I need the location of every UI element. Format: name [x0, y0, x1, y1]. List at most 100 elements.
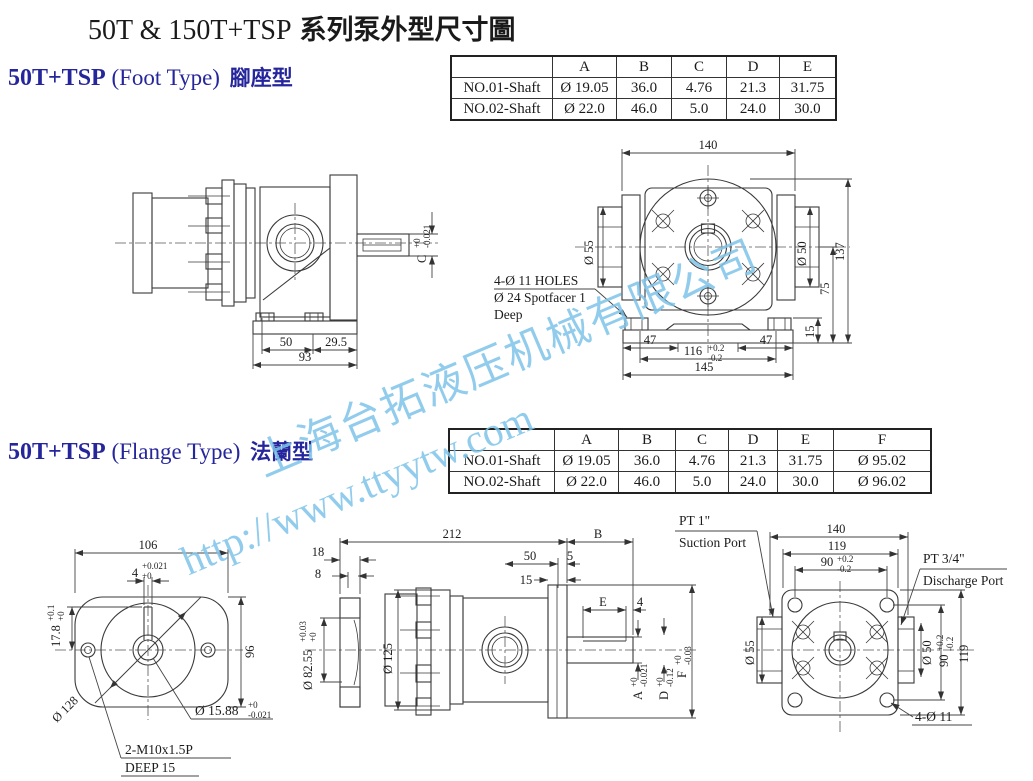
col-e: E: [777, 428, 834, 451]
dim-5: 5: [567, 549, 573, 563]
dim-dia82-55-tol-minus: +0: [308, 632, 318, 642]
dim-90-top-tol-plus: +0.2: [837, 554, 853, 564]
flange-model: 50T+TSP: [8, 439, 106, 465]
screw-marks: [791, 620, 889, 680]
cell: 30.0: [777, 471, 834, 494]
cell: Ø 95.02: [833, 450, 932, 472]
thread-note-line1: 2-M10x1.5P: [125, 742, 193, 757]
dim-4: 4: [637, 595, 644, 609]
dim-90-top-tol-minus: -0.2: [837, 564, 851, 574]
foot-dimension-table: A B C D E NO.01-Shaft Ø 19.05 36.0 4.76 …: [450, 55, 837, 121]
col-c: C: [671, 55, 727, 78]
dim-15: 15: [520, 573, 533, 587]
dim-key-tol-plus: +0.021: [142, 561, 167, 571]
dim-dia55: Ø 55: [582, 240, 596, 265]
dim-116-tol-plus: +0.2: [708, 343, 724, 353]
pt34-label: PT 3/4": [923, 551, 965, 566]
row-label: NO.02-Shaft: [450, 98, 553, 121]
dim-dia50: Ø 50: [920, 640, 934, 665]
dim-dia15-88: Ø 15.88: [195, 703, 239, 718]
dim-17-8-tol-plus: +0.1: [46, 605, 56, 621]
dim-15: 15: [803, 326, 817, 339]
foot-type-cn: 腳座型: [229, 67, 293, 90]
cell: 36.0: [616, 77, 672, 99]
dim-90-right-tol-minus: -0.2: [945, 637, 955, 651]
foot-section-heading: 50T+TSP (Foot Type) 腳座型: [8, 62, 293, 92]
dim-93: 93: [299, 350, 312, 364]
table-row: NO.02-Shaft Ø 22.0 46.0 5.0 24.0 30.0: [450, 98, 837, 121]
table-row: NO.01-Shaft Ø 19.05 36.0 4.76 21.3 31.75…: [448, 450, 932, 472]
dim-75: 75: [818, 283, 832, 296]
dimensions: 106 4 +0.021 +0 17.8 +0.1 +0 96 Ø 128 Ø …: [46, 538, 273, 777]
holes-note-line1: 4-Ø 11 HOLES: [494, 273, 578, 288]
flange-front-view-drawing: PT 1" Suction Port 140 119 90 +0.2 -0.2 …: [675, 513, 1007, 733]
cell: 24.0: [728, 471, 778, 494]
col-b: B: [616, 55, 672, 78]
cell: Ø 22.0: [552, 98, 617, 121]
dimensions: PT 1" Suction Port 140 119 90 +0.2 -0.2 …: [675, 513, 1007, 726]
pump-outline: [575, 165, 850, 353]
dim-90-right-tol-plus: +0.2: [935, 635, 945, 651]
dim-96: 96: [243, 646, 257, 659]
col-blank: [450, 55, 553, 78]
dim-dia15-88-tol-plus: +0: [248, 700, 258, 710]
dim-119-top: 119: [828, 539, 846, 553]
cell: 36.0: [618, 450, 676, 472]
dim-212: 212: [443, 527, 462, 541]
col-a: A: [554, 428, 619, 451]
dim-8: 8: [315, 567, 321, 581]
foot-front-view-drawing: 140 Ø 55 Ø 50 137 75 15 47 47 116 +0.2 -…: [494, 138, 852, 380]
page-title-cn: 系列泵外型尺寸圖: [299, 15, 516, 45]
table-header-row: A B C D E F: [448, 428, 932, 451]
flange-section-heading: 50T+TSP (Flange Type) 法蘭型: [8, 436, 313, 466]
cell: 30.0: [779, 98, 837, 121]
flange-face-view-drawing: 106 4 +0.021 +0 17.8 +0.1 +0 96 Ø 128 Ø …: [46, 538, 273, 777]
dim-dia82-55-tol-plus: +0.03: [298, 621, 308, 642]
col-f: F: [833, 428, 932, 451]
dim-140: 140: [699, 138, 718, 152]
flange-type-cn: 法蘭型: [250, 441, 314, 464]
dim-116: 116: [684, 344, 702, 358]
cell: 21.3: [728, 450, 778, 472]
dim-dia15-88-tol-minus: -0.021: [248, 710, 271, 720]
table-row: NO.02-Shaft Ø 22.0 46.0 5.0 24.0 30.0 Ø …: [448, 471, 932, 494]
dim-f-tol-minus: -0.03: [683, 646, 693, 665]
col-b: B: [618, 428, 676, 451]
table-row: NO.01-Shaft Ø 19.05 36.0 4.76 21.3 31.75: [450, 77, 837, 99]
cell: Ø 19.05: [552, 77, 617, 99]
col-blank: [448, 428, 555, 451]
dim-d-tol-plus: +0: [655, 677, 665, 687]
dimensions: 140 Ø 55 Ø 50 137 75 15 47 47 116 +0.2 -…: [494, 138, 852, 380]
dim-a: A: [631, 691, 645, 700]
dim-c-tol-minus: -0.021: [422, 225, 432, 248]
dim-145: 145: [695, 360, 714, 374]
suction-port-label: Suction Port: [679, 535, 746, 550]
dim-a-tol-plus: +0: [629, 677, 639, 687]
discharge-port-label: Discharge Port: [923, 573, 1004, 588]
foot-model: 50T+TSP: [8, 65, 106, 91]
dim-90-right: 90: [937, 655, 951, 668]
dimensions: C +0 -0.021 50 29.5 93: [252, 212, 438, 369]
cell: 31.75: [777, 450, 834, 472]
dim-e: E: [599, 595, 607, 609]
dim-b: B: [594, 527, 602, 541]
col-d: D: [726, 55, 780, 78]
dim-29-5: 29.5: [325, 335, 347, 349]
corner-holes-label: 4-Ø 11: [915, 709, 952, 724]
dim-key-tol-minus: +0: [142, 571, 152, 581]
dim-50: 50: [280, 335, 293, 349]
col-c: C: [675, 428, 729, 451]
flange-type: (Flange Type): [111, 439, 241, 464]
dim-47-right: 47: [760, 333, 773, 347]
flange-outline: [55, 585, 243, 720]
dim-119-right: 119: [957, 645, 971, 663]
cell: 21.3: [726, 77, 780, 99]
dim-116-tol-minus: -0.2: [708, 353, 722, 363]
dim-c-label: C: [415, 255, 429, 263]
foot-side-view-drawing: C +0 -0.021 50 29.5 93: [115, 174, 438, 369]
dim-18: 18: [312, 545, 325, 559]
cell: 24.0: [726, 98, 780, 121]
dim-17-8-tol-minus: +0: [56, 611, 66, 621]
flange-dimension-table: A B C D E F NO.01-Shaft Ø 19.05 36.0 4.7…: [448, 428, 932, 494]
